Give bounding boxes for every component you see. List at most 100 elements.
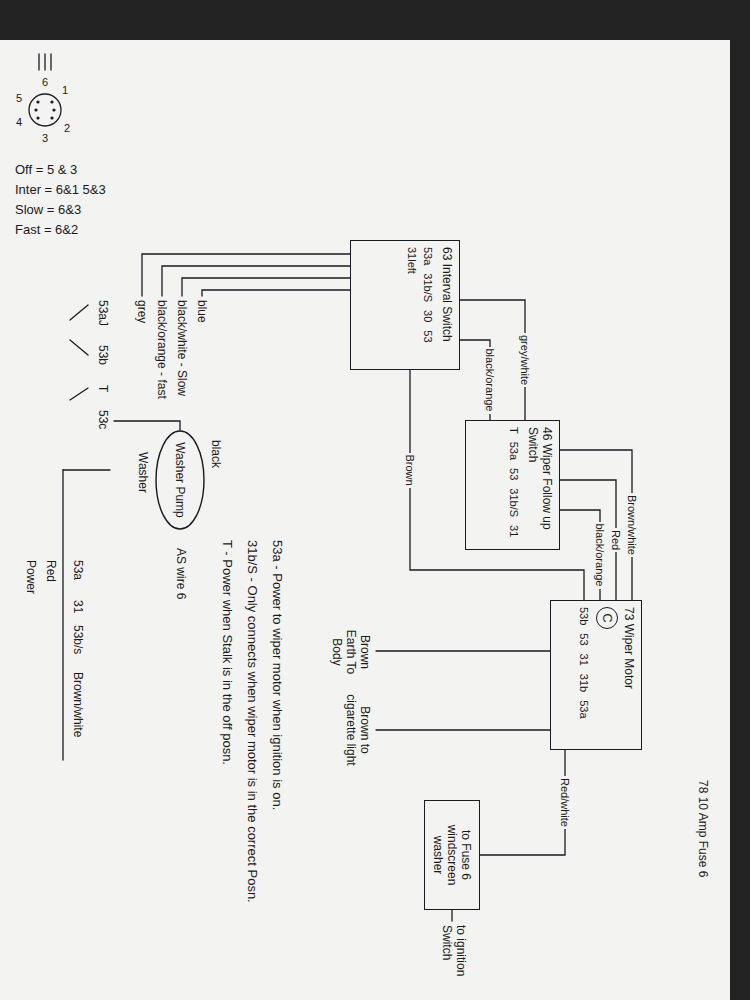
follow-up-switch-box: 46 Wiper Follow up Switch T 53a 53 31b/S 31 [465, 420, 560, 550]
paper-sheet [0, 40, 730, 1000]
wire-label: 53b [96, 345, 110, 365]
terminal-number: 53 [577, 633, 590, 645]
wire-label: blue [195, 300, 209, 323]
wire-label: black/white - Slow [175, 300, 189, 396]
terminal-number: 53a [577, 700, 590, 718]
wire [480, 750, 565, 855]
terminal-number: 30 [421, 310, 434, 322]
wire-colour-label: black/orange [484, 347, 496, 414]
wire [560, 480, 616, 600]
interval-switch-box: 63 Interval Switch 53a 31b/S 30 53 31left [350, 240, 460, 370]
terminal-note: 53a - Power to wiper motor when ignition… [269, 540, 285, 980]
terminal-row: 53b 53 31 31b 53a [577, 607, 590, 743]
wire-label: Brown Earth To Body [330, 620, 372, 684]
switch-position-note: Fast = 6&2 [15, 220, 125, 240]
switch-position-note: Off = 5 & 3 [15, 160, 125, 180]
wire-colour-label: Brown [404, 453, 416, 488]
switch-position-note: Inter = 6&1 5&3 [15, 180, 125, 200]
earth-wire [376, 650, 550, 651]
terminal-number: T [507, 427, 520, 434]
plug-pin-number: 4 [16, 116, 22, 128]
wire-label: to ignition Switch [440, 925, 468, 993]
wire [410, 370, 584, 600]
wire-colour-label: Red/white [559, 776, 571, 829]
stalk-wire [142, 254, 350, 296]
plug-dot [36, 116, 39, 119]
terminal-row: 53a 31b/S 30 53 31left [405, 247, 434, 363]
terminal-note: 31b/S - Only connects when wiper motor i… [244, 540, 260, 980]
wire-label: Brown/white [71, 672, 85, 737]
wire-colour-label: grey/white [519, 333, 531, 387]
terminal-number: 53a [421, 247, 434, 265]
plug-dot [50, 116, 53, 119]
terminal-number: 31b/S [507, 488, 520, 517]
plug-pin-number: 3 [42, 132, 48, 144]
ignition-wire [451, 910, 452, 921]
terminal-number: 53b [577, 607, 590, 625]
wire-label: 53a [71, 560, 85, 580]
terminal-number: 53 [421, 330, 434, 342]
washer-wire [114, 421, 180, 430]
plug-dot [52, 108, 55, 111]
switch-position-key: Off = 5 & 3Inter = 6&1 5&3Slow = 6&3Fast… [15, 160, 125, 240]
wire-label: Red [44, 560, 58, 582]
pump-outline [156, 431, 204, 529]
terminal-number: 53 [507, 468, 520, 480]
washer-pump: Washer Pump [155, 430, 205, 530]
stalk-contact [70, 388, 88, 400]
switch-position-note: Slow = 6&3 [15, 200, 125, 220]
component-title: 63 Interval Switch [440, 247, 454, 363]
terminal-number: 31b/S [421, 273, 434, 302]
stalk-wire [162, 266, 350, 296]
wire-label: Washer [136, 452, 150, 493]
motor-symbol-row: C [596, 607, 618, 743]
terminal-number: 31 [507, 525, 520, 537]
terminal-number: 53a [507, 442, 520, 460]
terminal-number: 31b [577, 674, 590, 692]
node-text: Washer Pump [173, 442, 187, 518]
wire-label: 53aJ [96, 300, 110, 326]
stalk-contact [70, 305, 88, 320]
stalk-wire [202, 290, 350, 296]
wire-colour-label: black/orange [594, 522, 606, 589]
plug-pin-number: 6 [42, 76, 48, 88]
stalk-contact [70, 340, 88, 355]
earth-wire [376, 729, 550, 730]
wire-label: 78 10 Amp Fuse 6 [696, 780, 710, 877]
plug-pin-number: 2 [64, 122, 70, 134]
plug-dot [36, 100, 39, 103]
terminal-row: T 53a 53 31b/S 31 [507, 427, 520, 543]
power-wire [62, 470, 63, 760]
wire-label: AS wire 6 [174, 548, 188, 599]
plug-pin-number: 5 [16, 92, 22, 104]
wire [560, 450, 632, 600]
stalk-wire [182, 278, 350, 296]
plug-pin-number: 1 [62, 84, 68, 96]
wire-label: T [96, 385, 110, 392]
wire-colour-label: Red [610, 528, 622, 552]
wire-label: 53b/s [71, 625, 85, 654]
wire-label: 31 [71, 600, 85, 613]
motor-symbol: C [596, 607, 618, 629]
wire-label: Brown to cigarette light [344, 690, 372, 770]
wire-label: Power [24, 560, 38, 594]
wire-label: black [209, 440, 223, 468]
plug-dot [50, 100, 53, 103]
plug-outline [29, 94, 61, 126]
plug-pins [39, 54, 51, 70]
component-title: 73 Wiper Motor [622, 607, 636, 743]
wiper-motor-box: 73 Wiper Motor C 53b 53 31 31b 53a [550, 600, 642, 750]
terminal-number: 31left [405, 247, 418, 274]
wire [460, 300, 525, 420]
terminal-note: T - Power when Stalk is in the off posn. [219, 540, 235, 980]
wire-label: grey [135, 300, 149, 323]
terminal-number: 31 [577, 654, 590, 666]
node-text: to Fuse 6 windscreen washer [431, 807, 473, 903]
plug-dot [34, 108, 37, 111]
wire-label: black/orange - fast [155, 300, 169, 399]
wire-colour-label: Brown/white [626, 493, 638, 557]
component-title: 46 Wiper Follow up Switch [526, 427, 554, 543]
